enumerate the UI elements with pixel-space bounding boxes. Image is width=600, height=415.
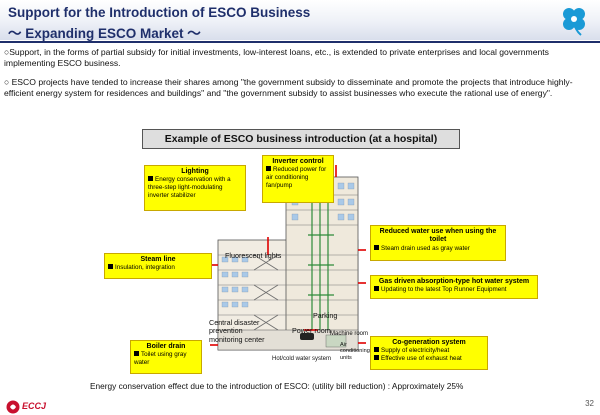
hospital-diagram bbox=[210, 165, 366, 351]
page-number: 32 bbox=[585, 399, 594, 408]
callout-inverter: Inverter control Reduced power for air c… bbox=[262, 155, 334, 203]
callout-boiler-title: Boiler drain bbox=[146, 343, 186, 350]
callout-steam-text: Insulation, integration bbox=[115, 264, 175, 272]
header-rule bbox=[0, 41, 600, 43]
callout-lighting-text: Energy conservation with a three-step li… bbox=[148, 176, 231, 199]
label-cold-water: Hot/cold water system bbox=[272, 356, 332, 362]
square-bullet-icon bbox=[374, 347, 379, 353]
callout-cogen-text2: Effective use of exhaust heat bbox=[381, 355, 462, 362]
footer-bar bbox=[0, 395, 600, 415]
square-bullet-icon bbox=[266, 166, 271, 172]
slide-header bbox=[0, 0, 600, 40]
square-bullet-icon bbox=[374, 244, 379, 250]
square-bullet-icon bbox=[374, 355, 379, 360]
square-bullet-icon bbox=[148, 176, 153, 182]
callout-cogeneration: Co-generation system Supply of electrici… bbox=[370, 336, 488, 370]
label-fluorescent-lights: Fluorescent lights bbox=[225, 251, 282, 260]
clover-logo-icon bbox=[563, 8, 585, 36]
callout-steam-title: Steam line bbox=[140, 256, 176, 263]
callout-gas-title: Gas driven absorption-type hot water sys… bbox=[378, 278, 530, 285]
callout-gas-text: Updating to the latest Top Runner Equipm… bbox=[381, 286, 507, 294]
callout-gas: Gas driven absorption-type hot water sys… bbox=[370, 275, 538, 299]
callout-water: Reduced water use when using the toilet … bbox=[370, 225, 506, 261]
label-air-conditioning: Air conditioning units bbox=[340, 342, 370, 361]
slide-title: Support for the Introduction of ESCO Bus… bbox=[8, 5, 311, 20]
square-bullet-icon bbox=[108, 264, 113, 270]
callout-lighting: Lighting Energy conservation with a thre… bbox=[144, 165, 246, 211]
callout-boiler: Boiler drain Toilet using gray water bbox=[130, 340, 202, 374]
square-bullet-icon bbox=[134, 351, 139, 357]
bullet-esco-share: ○ ESCO projects have tended to increase … bbox=[4, 77, 573, 98]
label-machine-room: Machine room bbox=[330, 331, 369, 337]
label-central-monitoring: Central disaster prevention monitoring c… bbox=[209, 318, 265, 344]
callout-water-text: Steam drain used as gray water bbox=[381, 244, 470, 252]
callout-cogen-title: Co-generation system bbox=[392, 339, 466, 346]
slide-subtitle: ～ Expanding ESCO Market ～ bbox=[8, 26, 201, 41]
callout-steam: Steam line Insulation, integration bbox=[104, 253, 212, 279]
eccj-org-name: ECCJ bbox=[22, 401, 47, 411]
example-title: Example of ESCO business introduction (a… bbox=[142, 129, 460, 149]
label-parking: Parking bbox=[313, 311, 338, 320]
callout-lighting-title: Lighting bbox=[181, 168, 209, 175]
callout-inverter-text: Reduced power for air conditioning fan/p… bbox=[266, 166, 327, 189]
callout-cogen-text1: Supply of electricity/heat bbox=[381, 347, 450, 355]
callout-inverter-title: Inverter control bbox=[272, 158, 324, 165]
square-bullet-icon bbox=[374, 286, 379, 292]
energy-effect-summary: Energy conservation effect due to the in… bbox=[90, 381, 464, 391]
label-power-room: Power room bbox=[292, 326, 331, 335]
eccj-logo-icon bbox=[6, 400, 20, 414]
callout-water-title: Reduced water use when using the toilet bbox=[379, 228, 497, 244]
callout-boiler-text: Toilet using gray water bbox=[134, 351, 187, 366]
bullet-subsidy: ○Support, in the forms of partial subsid… bbox=[4, 47, 549, 68]
